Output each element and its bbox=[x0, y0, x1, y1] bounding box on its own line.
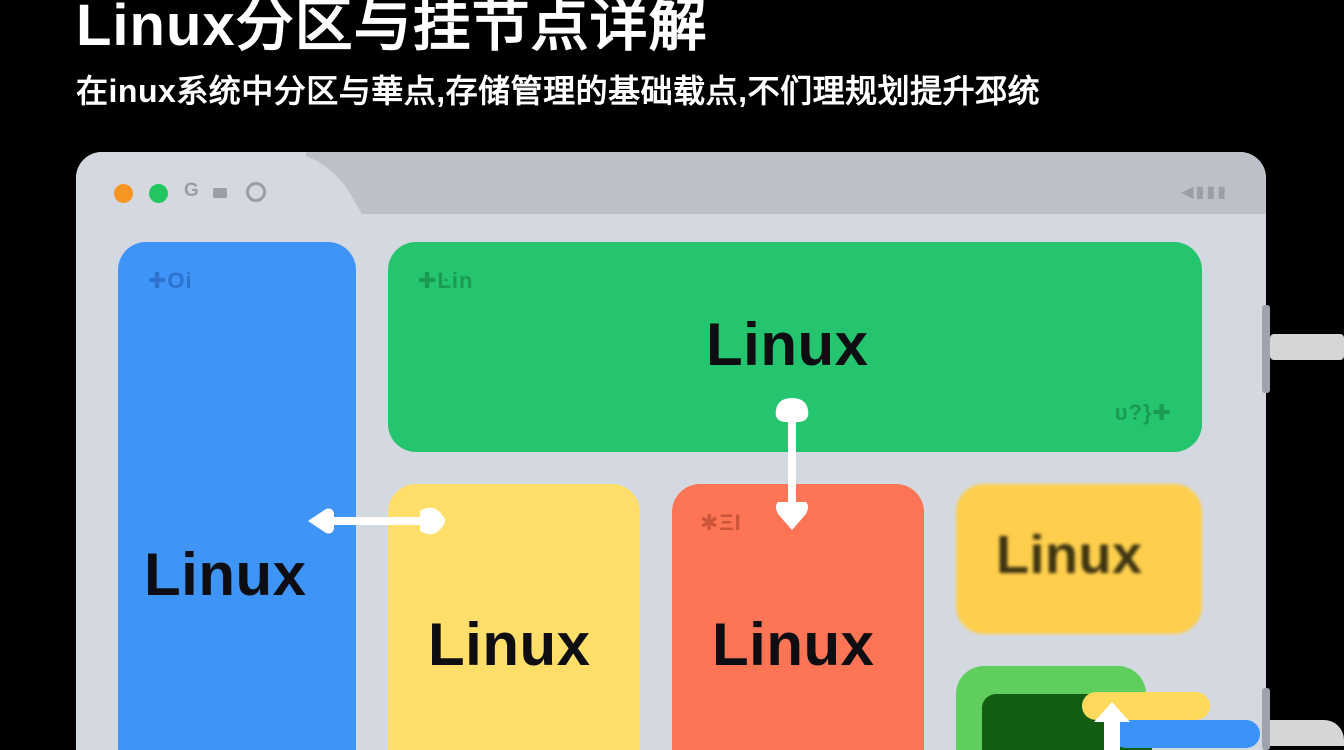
partition-tile-blue[interactable]: ✚Oi Linux bbox=[118, 242, 356, 750]
up-arrow-icon bbox=[1094, 702, 1130, 750]
green-dot-icon[interactable] bbox=[149, 184, 168, 203]
tile-code: ✚Oi bbox=[148, 268, 193, 293]
tile-code-bottom: υ?}✚ bbox=[1114, 400, 1172, 425]
tile-label: Linux bbox=[144, 541, 307, 608]
tile-label: Linux bbox=[706, 311, 869, 378]
tab-bar: G ◀▮▮▮ bbox=[76, 152, 1266, 214]
tile-label: Linux bbox=[428, 611, 591, 678]
orange-dot-icon[interactable] bbox=[114, 184, 133, 203]
g-icon[interactable]: G bbox=[184, 180, 199, 201]
mount-connector-vertical-icon bbox=[775, 398, 809, 530]
cable-top bbox=[1270, 334, 1344, 360]
circle-icon[interactable] bbox=[246, 182, 266, 202]
page-subtitle: 在inux系统中分区与華点,存储管理的基础载点,不们理规划提升邳统 bbox=[76, 73, 1041, 109]
partition-tile-green[interactable]: ✚Ŀin Linux υ?}✚ bbox=[388, 242, 1202, 452]
partition-tile-yellow-small[interactable]: Linux bbox=[956, 484, 1202, 634]
active-tab[interactable] bbox=[76, 152, 306, 214]
signal-icon: ◀▮▮▮ bbox=[1181, 184, 1228, 201]
mount-connector-horizontal-icon bbox=[308, 507, 445, 535]
cable-port-bottom bbox=[1262, 688, 1270, 750]
tile-code: ✚Ŀin bbox=[418, 268, 474, 293]
cable-port-top bbox=[1262, 305, 1270, 393]
browser-window: G ◀▮▮▮ ✚Oi Linux ✚Ŀin Linux υ?}✚ Linux ✱… bbox=[76, 152, 1266, 750]
tile-label: Linux bbox=[712, 611, 875, 678]
folder-icon[interactable] bbox=[213, 188, 227, 198]
tile-code: ✱ΞI bbox=[700, 510, 742, 535]
page-title: Linux分区与挂节点详解 bbox=[76, 0, 708, 58]
tile-label: Linux bbox=[996, 525, 1143, 585]
cable-bottom bbox=[1270, 720, 1344, 746]
partition-tile-yellow[interactable]: Linux bbox=[388, 484, 640, 750]
blue-bar bbox=[1112, 720, 1260, 748]
partition-tile-red[interactable]: ✱ΞI Linux bbox=[672, 484, 924, 750]
